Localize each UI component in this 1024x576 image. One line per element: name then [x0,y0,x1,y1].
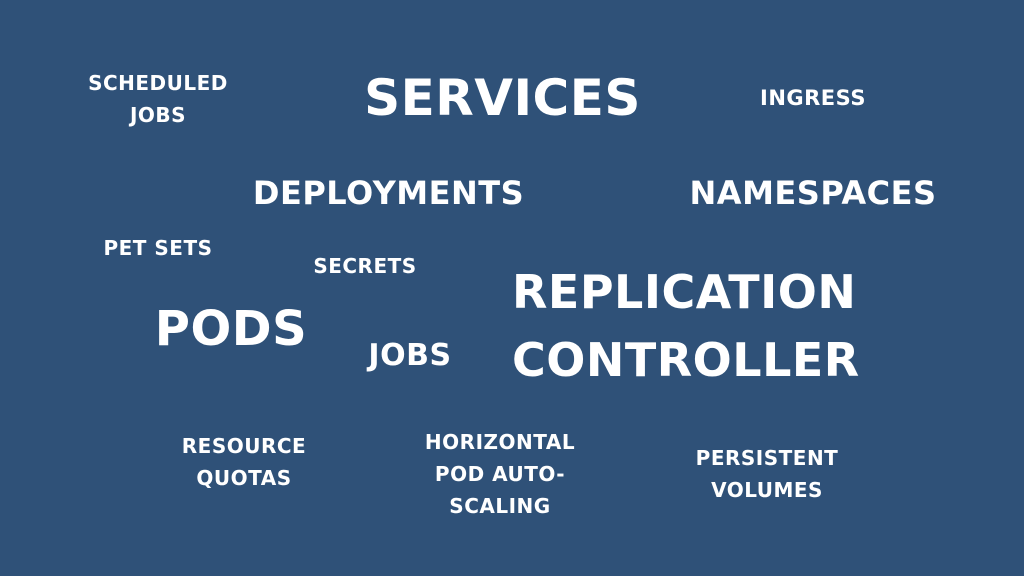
term-namespaces: NAMESPACES [689,174,937,212]
term-secrets: SECRETS [313,254,417,278]
term-pet-sets: PET SETS [103,236,213,260]
term-resource-quotas: RESOURCE QUOTAS [181,434,307,490]
term-deployments: DEPLOYMENTS [252,174,525,212]
term-services: SERVICES [364,69,641,127]
term-ingress: INGRESS [760,86,866,110]
term-replication-controller: REPLICATION CONTROLLER [512,265,860,387]
term-persistent-volumes: PERSISTENT VOLUMES [695,446,839,502]
term-jobs: JOBS [368,338,452,373]
term-pods: PODS [154,301,308,357]
term-horizontal-pod-autoscaling: HORIZONTAL POD AUTO- SCALING [424,430,576,518]
term-scheduled-jobs: SCHEDULED JOBS [88,71,228,127]
